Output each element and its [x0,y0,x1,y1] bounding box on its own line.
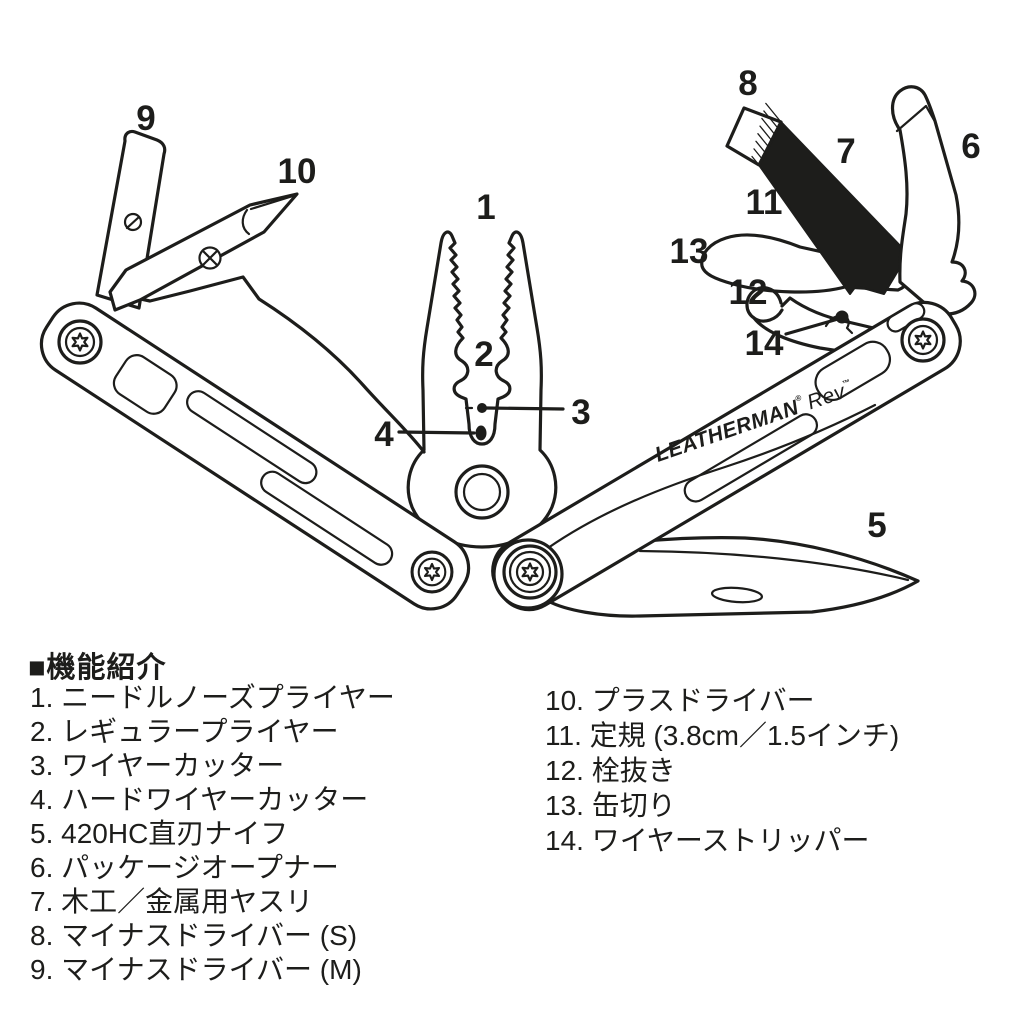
callout-13-can-opener: 13 [670,232,709,271]
legend-item: 13. 缶切り [545,790,676,821]
pliers-illustration [406,230,558,549]
torx-screw [57,319,103,365]
handle-cutout [260,470,394,566]
handle-cutout [112,354,178,415]
legend-item: 6. パッケージオープナー [30,852,339,883]
callout-8-flat-driver-s: 8 [738,64,757,103]
callout-14-wire-stripper: 14 [745,324,784,363]
pivot-hole [454,464,510,520]
callout-5-knife: 5 [867,506,886,545]
legend-item: 12. 栓抜き [545,755,676,786]
torx-screw [410,550,454,594]
phillips-screw [198,246,222,270]
legend-item: 9. マイナスドライバー (M) [30,954,362,985]
legend-item: 14. ワイヤーストリッパー [545,825,870,856]
legend-item: 10. プラスドライバー [545,685,815,716]
nail-nick [710,586,764,604]
callout-7-file: 7 [836,132,855,171]
right-handle-spring-edge [546,403,877,550]
legend-item: 8. マイナスドライバー (S) [30,920,358,951]
callout-numbers: 1 2 3 4 5 6 7 8 9 10 11 12 13 14 [136,64,980,545]
handle-cutout [186,390,318,485]
torx-screw [900,317,946,363]
legend-item: 3. ワイヤーカッター [30,750,285,781]
callout-10-phillips-driver: 10 [278,152,317,191]
callout-1-pliers: 1 [476,188,495,227]
torx-screws [57,317,946,600]
legend-column-left: 1. ニードルノーズプライヤー 2. レギュラープライヤー 3. ワイヤーカッタ… [30,681,395,987]
legend-column-right: 10. プラスドライバー 11. 定規 (3.8cm／1.5インチ) 12. 栓… [545,683,899,858]
multitool-illustration: LEATHERMAN®Rev™ 1 2 [39,64,981,618]
handle-cutout [814,340,892,402]
legend-item: 2. レギュラープライヤー [30,716,339,747]
legend-item: 7. 木工／金属用ヤスリ [30,886,314,917]
callout-leaders [397,310,849,441]
callout-4-hard-wire-cutter: 4 [374,415,394,454]
left-handle-illustration [39,301,471,611]
file-hatch-lines [751,102,782,166]
pivot-torx-screw [502,544,558,600]
flat-driver-m-illustration [95,129,167,310]
file-illustration [725,102,909,295]
legend-title: ■機能紹介 [28,652,167,684]
legend-item: 5. 420HC直刃ナイフ [30,818,289,849]
callout-3-wire-cutter: 3 [571,393,590,432]
legend-item: 1. ニードルノーズプライヤー [30,682,395,713]
left-handle-spring-edge [110,275,426,454]
callout-12-bottle-opener: 12 [729,273,768,312]
package-opener-illustration [890,85,977,316]
legend-item: 11. 定規 (3.8cm／1.5インチ) [545,720,900,751]
callout-11-ruler: 11 [746,183,783,222]
legend-item: 4. ハードワイヤーカッター [30,784,369,815]
callout-9-flat-driver-m: 9 [136,99,155,138]
phillips-driver-illustration [108,192,299,312]
callout-2-regular-pliers: 2 [474,335,493,374]
callout-6-package-opener: 6 [961,127,980,166]
